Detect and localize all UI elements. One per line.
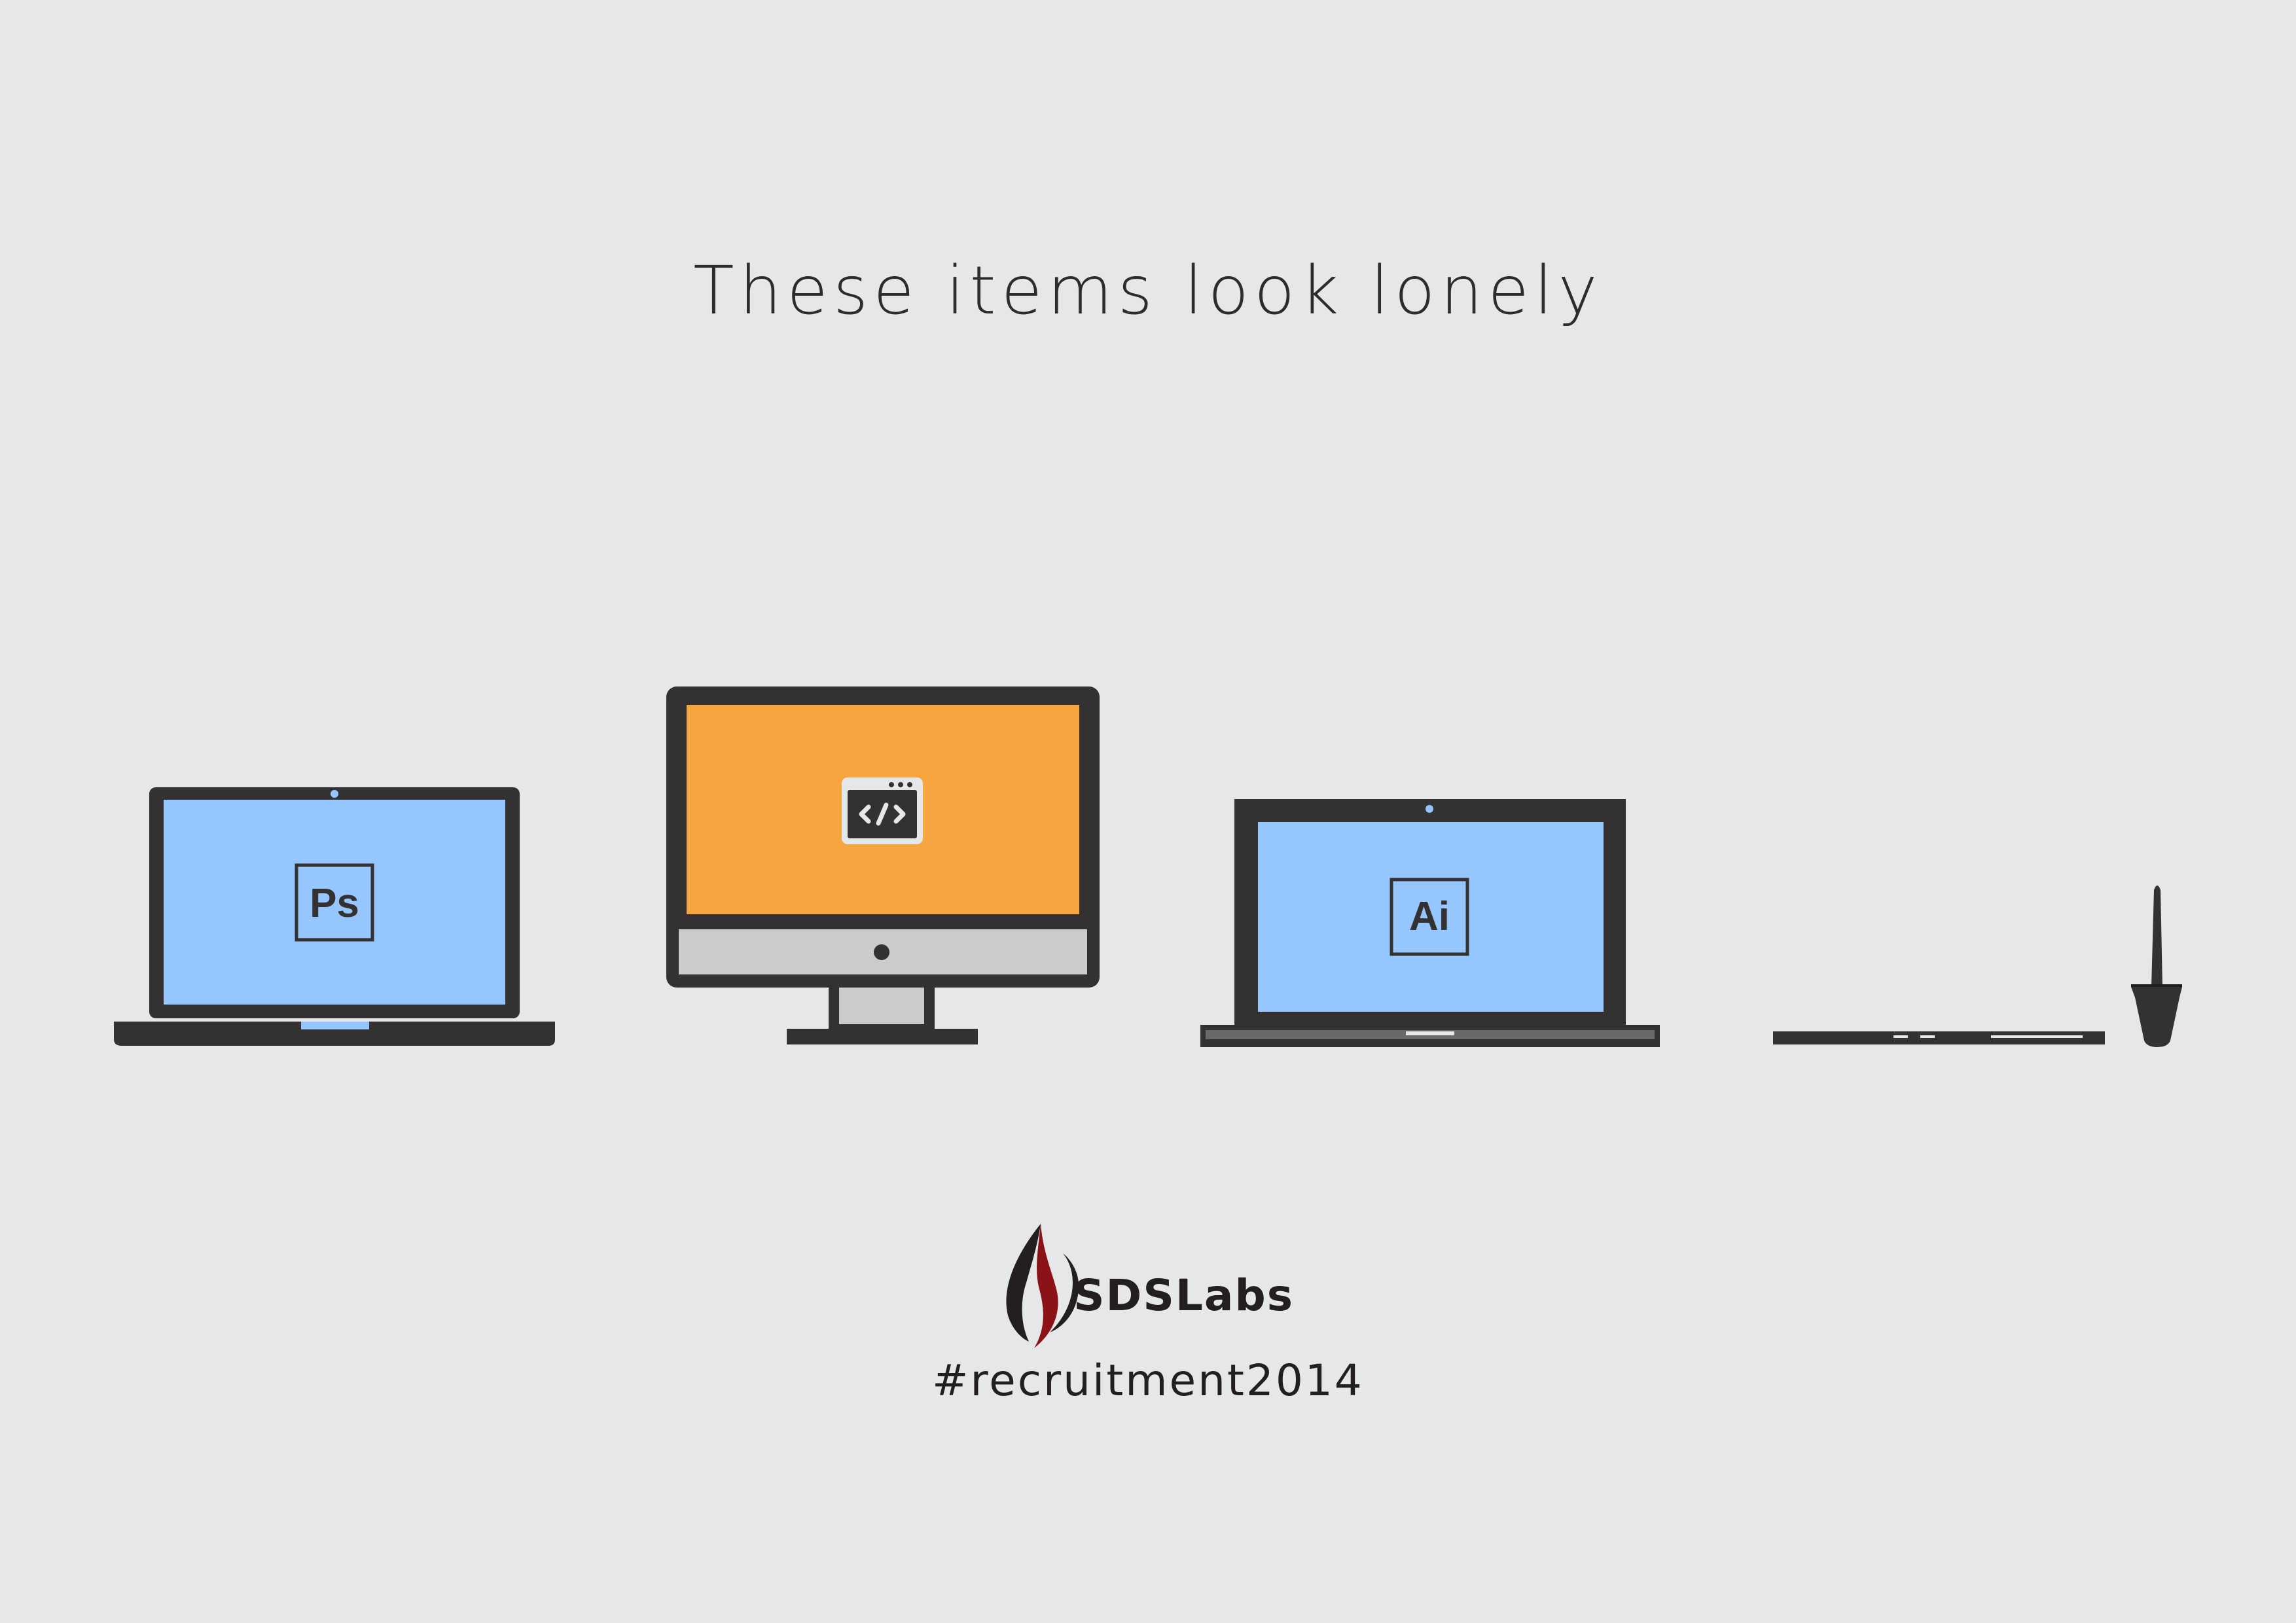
sdslabs-flame-logo [1006, 1224, 1079, 1348]
desktop-monitor [666, 687, 1100, 1044]
photoshop-label: Ps [310, 881, 359, 926]
webcam-icon [331, 790, 338, 798]
laptop-photoshop: Ps [114, 787, 555, 1046]
laptop-left-screen [164, 800, 505, 1005]
laptop-illustrator: Ai [1200, 799, 1660, 1047]
headline: These items look lonely [693, 252, 1603, 330]
drawing-tablet [1773, 1031, 2105, 1044]
laptop-left-base [114, 1022, 555, 1046]
recruitment-hashtag: #recruitment2014 [932, 1355, 1364, 1406]
power-button-icon [874, 944, 889, 960]
code-window-icon [842, 777, 923, 844]
brand-name: SDSLabs [1073, 1270, 1294, 1321]
laptop-right-screen [1258, 822, 1604, 1012]
photoshop-icon [295, 863, 374, 942]
monitor-stand-base [787, 1029, 978, 1044]
illustrator-label: Ai [1409, 894, 1450, 939]
stylus-pen-icon [2131, 885, 2182, 1047]
webcam-icon [1426, 805, 1433, 813]
illustrator-icon [1390, 878, 1469, 956]
